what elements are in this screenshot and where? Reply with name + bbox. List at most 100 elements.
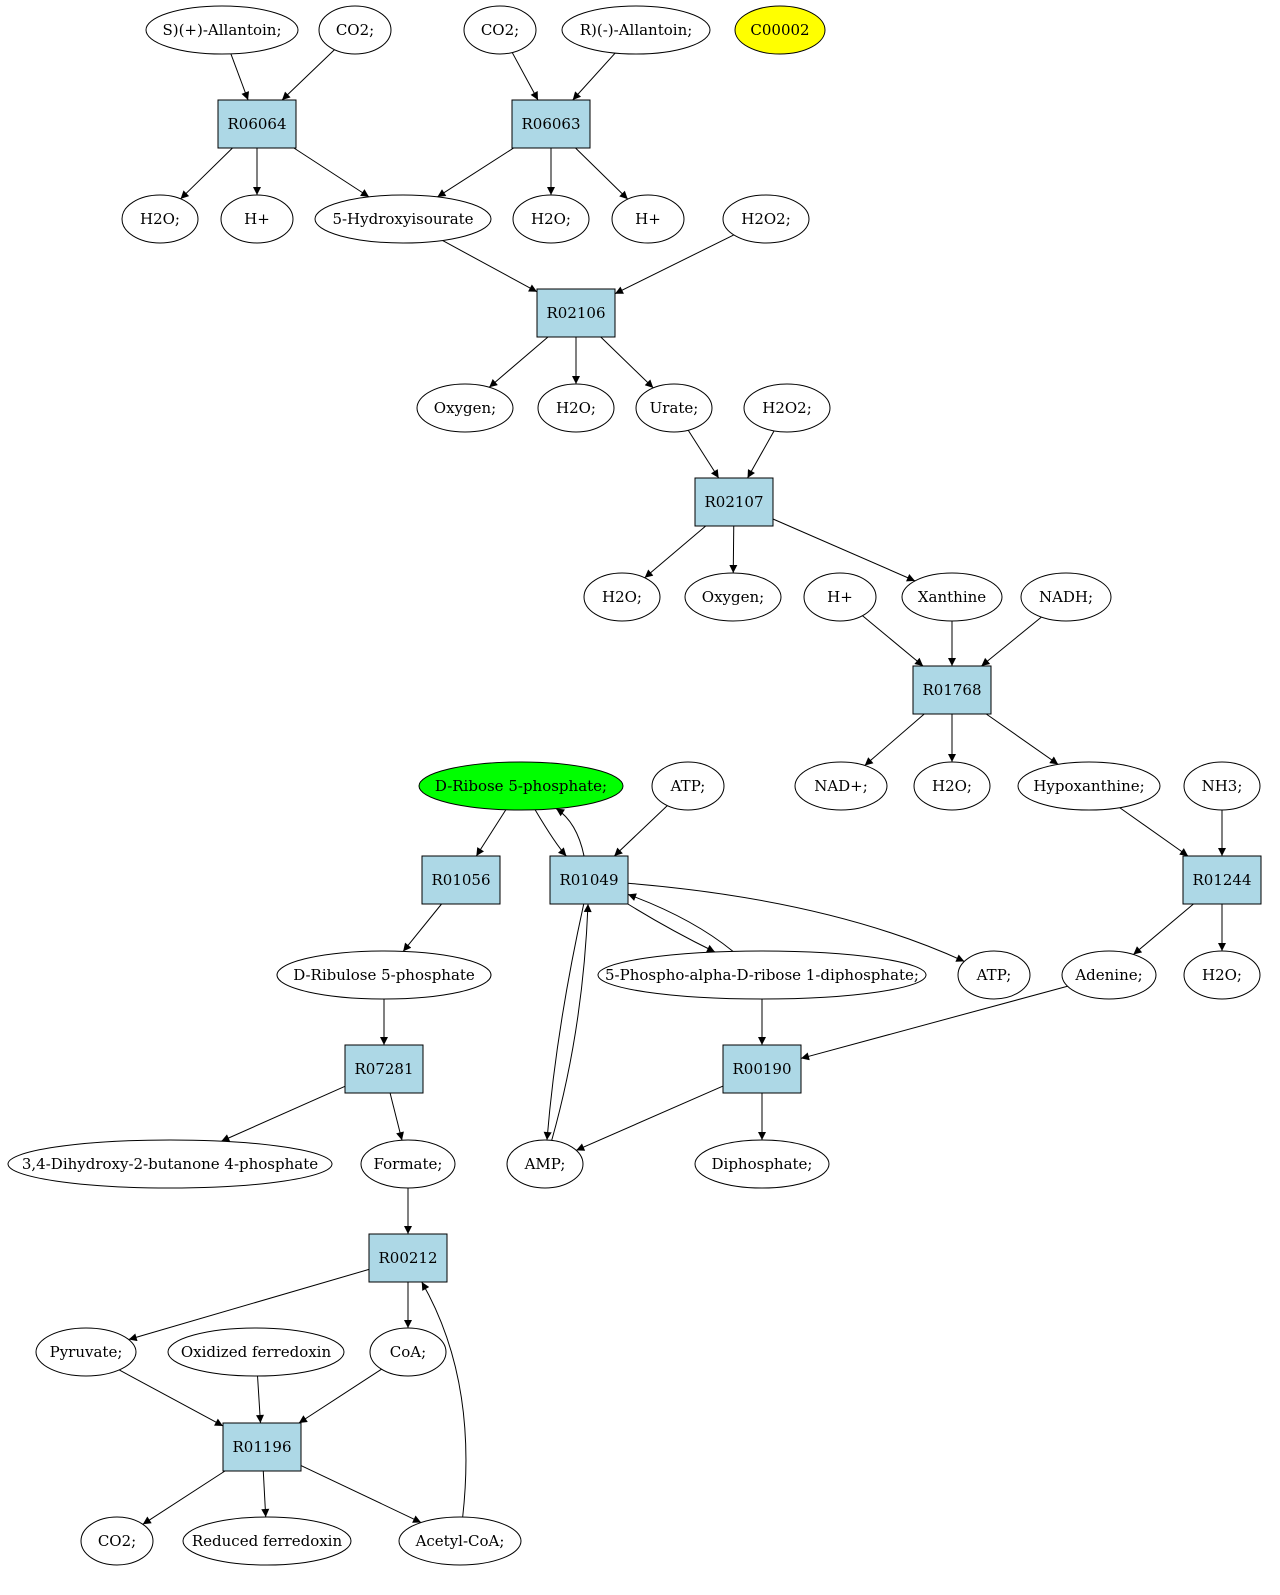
reaction-box	[722, 1044, 802, 1094]
compound-node-co2_b[interactable]: CO2;	[463, 5, 537, 55]
compound-ellipse	[167, 1327, 345, 1377]
compound-node-ribulose5p[interactable]: D-Ribulose 5-phosphate	[276, 950, 492, 1000]
node-label: R07281	[354, 1060, 413, 1078]
edge-h2o2_b-to-R02107	[747, 430, 775, 479]
compound-node-s_allantoin[interactable]: S)(+)-Allantoin;	[145, 5, 299, 55]
compound-node-atp_a[interactable]: ATP;	[651, 761, 725, 811]
edge-R01768-to-hypoxanthine	[985, 713, 1059, 765]
compound-node-coa[interactable]: CoA;	[369, 1327, 447, 1377]
node-label: CO2;	[481, 21, 519, 39]
compound-node-h2o2_a[interactable]: H2O2;	[722, 194, 810, 244]
node-label: ATP;	[670, 777, 706, 795]
reaction-node-R06063[interactable]: R06063	[511, 99, 591, 149]
compound-ellipse	[734, 5, 826, 55]
edge-R02107-to-h2o_d	[644, 525, 707, 579]
compound-node-co2_c[interactable]: CO2;	[80, 1516, 154, 1566]
compound-ellipse	[1017, 761, 1161, 811]
compound-node-r_allantoin[interactable]: R)(-)-Allantoin;	[561, 5, 711, 55]
compound-node-h2o_a[interactable]: H2O;	[121, 194, 199, 244]
edge-R01049-to-prpp	[627, 903, 716, 953]
compound-node-urate[interactable]: Urate;	[635, 383, 713, 433]
compound-ellipse	[360, 1139, 456, 1189]
reaction-node-R02106[interactable]: R02106	[536, 288, 616, 338]
compound-ellipse	[80, 1516, 154, 1566]
edge-R01768-to-nadplus	[864, 713, 925, 766]
compound-ellipse	[803, 572, 877, 622]
compound-node-hplus_b[interactable]: H+	[611, 194, 685, 244]
compound-ellipse	[561, 5, 711, 55]
edge-R02106-to-urate	[600, 336, 654, 389]
compound-node-amp[interactable]: AMP;	[506, 1139, 584, 1189]
node-label: D-Ribose 5-phosphate;	[435, 777, 607, 795]
compound-node-atp_b[interactable]: ATP;	[957, 950, 1031, 1000]
compound-node-nadh[interactable]: NADH;	[1020, 572, 1112, 622]
compound-node-formate[interactable]: Formate;	[360, 1139, 456, 1189]
compound-node-nh3[interactable]: NH3;	[1183, 761, 1261, 811]
compound-node-c00002[interactable]: C00002	[734, 5, 826, 55]
compound-node-pyruvate[interactable]: Pyruvate;	[35, 1327, 137, 1377]
nodes-layer: S)(+)-Allantoin; CO2; CO2; R)(-)-Allantoin;…	[7, 5, 1262, 1566]
node-label: Oxygen;	[702, 588, 764, 606]
compound-node-ribose5p[interactable]: D-Ribose 5-phosphate;	[418, 761, 624, 811]
compound-ellipse	[913, 761, 991, 811]
compound-node-redferredoxin[interactable]: Reduced ferredoxin	[182, 1516, 352, 1566]
node-label: R01244	[1192, 871, 1251, 889]
node-label: H2O;	[140, 210, 180, 228]
compound-node-h2o2_b[interactable]: H2O2;	[743, 383, 831, 433]
reaction-node-R02107[interactable]: R02107	[694, 477, 774, 527]
compound-node-prpp[interactable]: 5-Phospho-alpha-D-ribose 1-diphosphate;	[597, 950, 927, 1000]
node-label: R02107	[704, 493, 763, 511]
reaction-node-R01049[interactable]: R01049	[549, 855, 629, 905]
edge-hypoxanthine-to-R01244	[1119, 807, 1189, 857]
compound-node-acetylcoa[interactable]: Acetyl-CoA;	[398, 1516, 522, 1566]
compound-ellipse	[651, 761, 725, 811]
reaction-box	[217, 99, 297, 149]
compound-ellipse	[512, 194, 590, 244]
compound-node-nadplus[interactable]: NAD+;	[794, 761, 888, 811]
reaction-node-R01768[interactable]: R01768	[912, 665, 992, 715]
compound-ellipse	[121, 194, 199, 244]
compound-node-xanthine[interactable]: Xanthine	[901, 572, 1003, 622]
reaction-node-R07281[interactable]: R07281	[344, 1044, 424, 1094]
compound-node-diphosphate[interactable]: Diphosphate;	[694, 1139, 830, 1189]
reaction-node-R00190[interactable]: R00190	[722, 1044, 802, 1094]
edge-R02106-to-oxygen_a	[488, 336, 549, 388]
edge-pyruvate-to-R01196	[118, 1369, 224, 1427]
compound-node-hplus_a[interactable]: H+	[220, 194, 294, 244]
compound-node-oxygen_a[interactable]: Oxygen;	[416, 383, 514, 433]
node-label: NAD+;	[814, 777, 868, 795]
compound-node-hydroxyisourate[interactable]: 5-Hydroxyisourate	[314, 194, 492, 244]
reaction-box	[549, 855, 629, 905]
compound-node-adenine[interactable]: Adenine;	[1061, 950, 1157, 1000]
compound-node-oxygen_b[interactable]: Oxygen;	[684, 572, 782, 622]
compound-ellipse	[957, 950, 1031, 1000]
compound-ellipse	[463, 5, 537, 55]
reaction-node-R00212[interactable]: R00212	[368, 1233, 448, 1283]
edge-acetylcoa-to-R00212	[421, 1281, 467, 1518]
node-label: NADH;	[1039, 588, 1093, 606]
compound-node-h2o_c[interactable]: H2O;	[537, 383, 615, 433]
reaction-node-R06064[interactable]: R06064	[217, 99, 297, 149]
edge-co2_b-to-R06063	[511, 52, 539, 101]
compound-node-hypoxanthine[interactable]: Hypoxanthine;	[1017, 761, 1161, 811]
compound-node-h2o_f[interactable]: H2O;	[1183, 950, 1261, 1000]
node-label: R00212	[378, 1249, 437, 1267]
reaction-node-R01196[interactable]: R01196	[222, 1422, 302, 1472]
compound-node-dhbp[interactable]: 3,4-Dihydroxy-2-butanone 4-phosphate	[7, 1139, 333, 1189]
compound-node-h2o_d[interactable]: H2O;	[583, 572, 661, 622]
compound-node-h2o_b[interactable]: H2O;	[512, 194, 590, 244]
node-label: CO2;	[336, 21, 374, 39]
reaction-node-R01056[interactable]: R01056	[421, 855, 501, 905]
edge-R01196-to-acetylcoa	[300, 1465, 422, 1523]
compound-node-hplus_c[interactable]: H+	[803, 572, 877, 622]
compound-ellipse	[418, 761, 624, 811]
edge-r_allantoin-to-R06063	[572, 52, 616, 101]
reaction-node-R01244[interactable]: R01244	[1182, 855, 1262, 905]
node-label: H+	[827, 588, 853, 606]
reaction-box	[1182, 855, 1262, 905]
compound-ellipse	[318, 5, 392, 55]
compound-node-oxferredoxin[interactable]: Oxidized ferredoxin	[167, 1327, 345, 1377]
compound-node-co2_a[interactable]: CO2;	[318, 5, 392, 55]
edge-R00212-to-pyruvate	[128, 1268, 370, 1342]
compound-node-h2o_e[interactable]: H2O;	[913, 761, 991, 811]
